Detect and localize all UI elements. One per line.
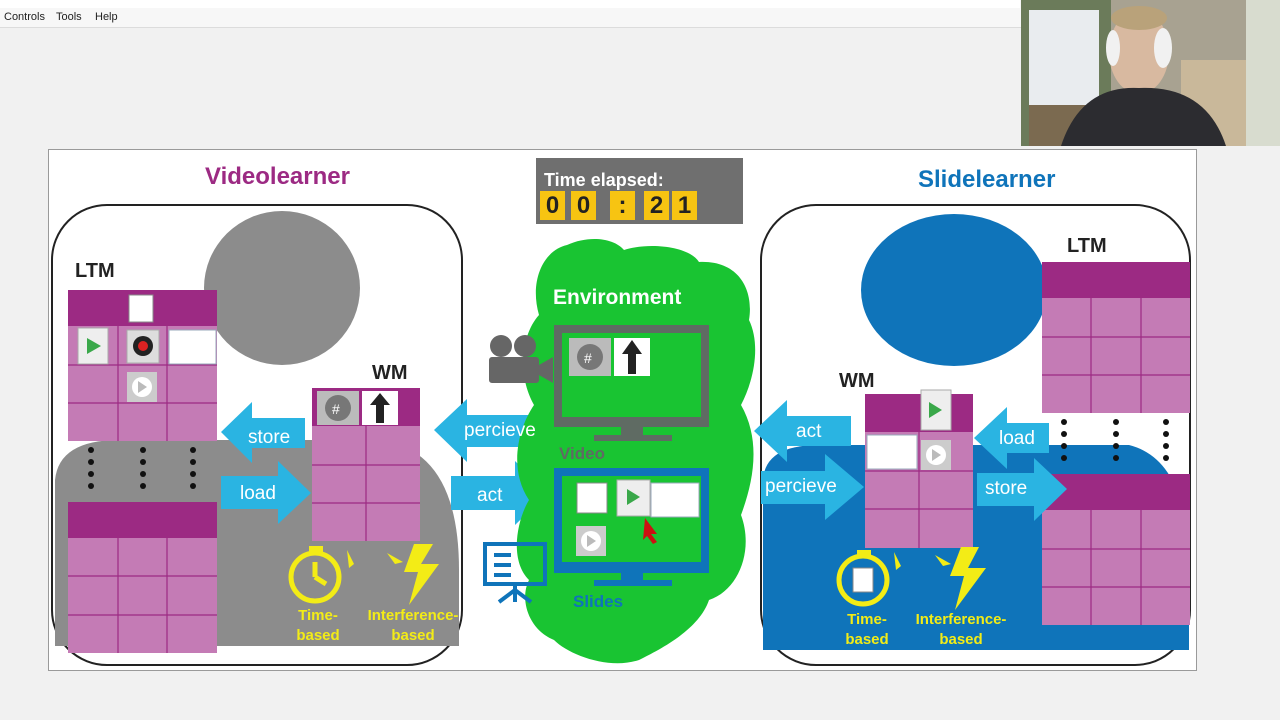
svg-text:#: # [332, 401, 340, 417]
menu-tools[interactable]: Tools [56, 11, 82, 23]
slidelearner-title: Slidelearner [918, 166, 1056, 193]
svg-text:#: # [584, 350, 592, 366]
wm-left-grid: # [312, 388, 420, 541]
ltm-left-dots [88, 447, 196, 489]
timer-digit-3: 2 [644, 191, 669, 220]
ltm-right-label: LTM [1067, 235, 1107, 257]
lightning-right [950, 547, 986, 610]
title-strip [0, 0, 1020, 8]
act-left-label: act [477, 485, 503, 506]
timer-digit-1: 0 [540, 191, 565, 220]
video-label: Video [559, 444, 605, 463]
act-right-label: act [796, 421, 822, 442]
webcam-overlay [1021, 0, 1280, 146]
ltm-left-grid-bottom [68, 502, 217, 653]
timer-digit-4: 1 [672, 191, 697, 220]
interference-based-left: Interference- based [367, 607, 459, 644]
timer-colon: : [610, 191, 635, 220]
video-monitor: # [554, 325, 709, 441]
slide-canvas: # # [48, 149, 1197, 671]
wm-left-label: WM [372, 362, 408, 384]
load-left-label: load [240, 483, 276, 504]
ltm-right-grid [1042, 262, 1190, 413]
environment-label: Environment [553, 286, 682, 309]
interference-based-right: Interference- based [915, 611, 1007, 648]
webcam-image [1021, 0, 1280, 146]
menu-help[interactable]: Help [95, 11, 118, 23]
slides-label: Slides [573, 592, 624, 611]
store-right-label: store [985, 478, 1028, 499]
right-arrows [754, 400, 1067, 521]
camera-icon [489, 335, 553, 383]
timer-label: Time elapsed: [544, 170, 664, 190]
videolearner-title: Videolearner [205, 163, 350, 190]
head-left [204, 211, 360, 365]
timer-digit-2: 0 [571, 191, 596, 220]
timer-box: Time elapsed: 0 0 : 2 1 [536, 158, 743, 224]
head-right [861, 214, 1047, 366]
wm-right-grid [865, 389, 973, 548]
ltm-left-label: LTM [75, 260, 115, 282]
percieve-left-label: percieve [464, 420, 536, 441]
slides-monitor [554, 468, 709, 586]
presentation-icon [483, 542, 547, 604]
ltm-right-dots [1061, 419, 1169, 461]
percieve-right-label: percieve [765, 476, 837, 497]
lightning-left [404, 544, 439, 605]
ltm-right-grid-bottom [1042, 474, 1190, 625]
time-based-left: Time- based [296, 607, 340, 644]
stopwatch-left [288, 550, 342, 604]
diagram-graphics: # # [51, 204, 1191, 666]
store-left-label: store [248, 427, 291, 448]
wm-right-label: WM [839, 370, 875, 392]
menu-controls[interactable]: Controls [4, 11, 45, 23]
time-based-right: Time- based [845, 611, 889, 648]
load-right-label: load [999, 428, 1035, 449]
